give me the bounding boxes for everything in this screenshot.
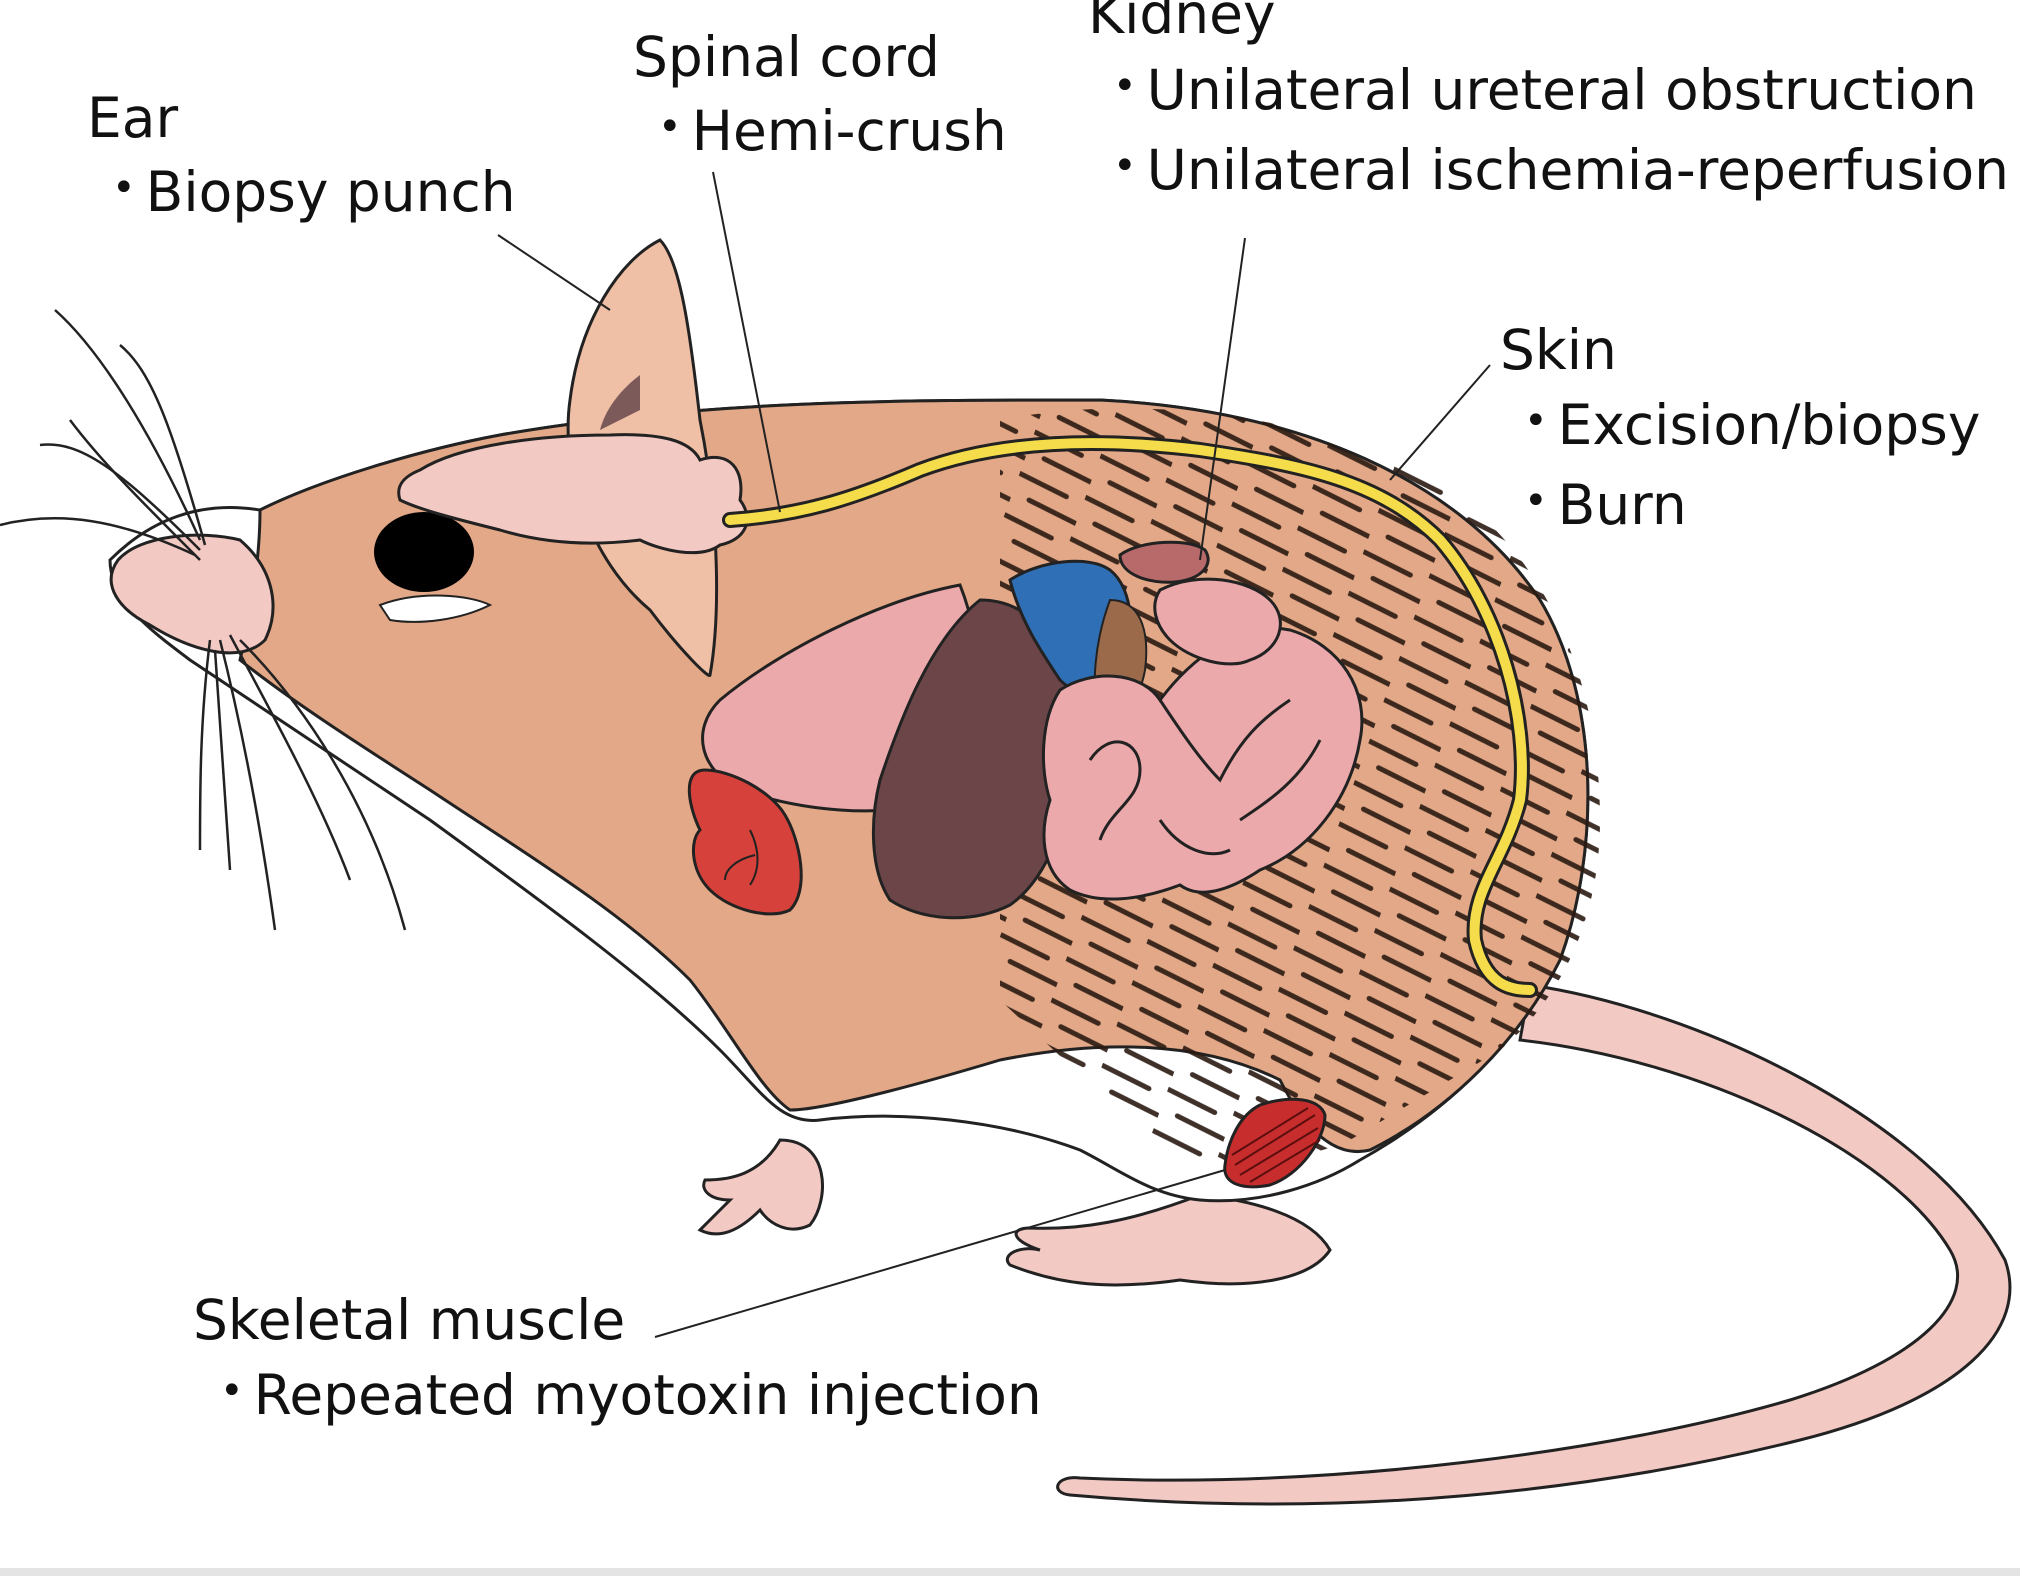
kidney-item-1: Unilateral ureteral obstruction [1113, 53, 2009, 133]
leader-line-spinal-cord [712, 171, 781, 513]
small-intestine [1153, 577, 1282, 666]
skeletal-muscle-label-title: Skeletal muscle [193, 1288, 626, 1352]
eye [374, 512, 474, 592]
skin-item-1: Excision/biopsy [1524, 388, 1981, 468]
spinal-cord-label-title: Spinal cord [633, 25, 940, 89]
ear-inner [600, 375, 640, 430]
skin-label-title: Skin [1500, 318, 1617, 382]
brain [397, 433, 749, 555]
skin-label-items: Excision/biopsy Burn [1524, 388, 1981, 548]
leader-lines [497, 171, 1491, 1338]
nose [109, 533, 275, 655]
hind-foot [1006, 1193, 1332, 1287]
leader-line-skeletal-muscle [654, 1169, 1226, 1338]
bottom-border [0, 1568, 2020, 1576]
ear-label-items: Biopsy punch [112, 155, 516, 235]
kidney-label-title: Kidney [1088, 0, 1276, 46]
skeletal-muscle-label-items: Repeated myotoxin injection [220, 1358, 1042, 1438]
ear-item: Biopsy punch [112, 155, 516, 235]
front-foot [697, 1138, 824, 1236]
kidney [1118, 540, 1210, 584]
kidney-label-items: Unilateral ureteral obstruction Unilater… [1113, 53, 2009, 213]
intestines [1042, 627, 1364, 901]
leader-line-kidney [1199, 237, 1246, 561]
spinal-cord-label-items: Hemi-crush [658, 94, 1007, 174]
leader-line-skin [1389, 364, 1491, 481]
eye-highlight [378, 594, 493, 623]
skeletal-muscle [1223, 1097, 1327, 1189]
heart [687, 768, 803, 916]
spinal-cord-item: Hemi-crush [658, 94, 1007, 174]
whiskers [0, 309, 407, 931]
skeletal-muscle-item: Repeated myotoxin injection [220, 1358, 1042, 1438]
skin-item-2: Burn [1524, 468, 1980, 548]
kidney-item-2: Unilateral ischemia-reperfusion [1113, 133, 2009, 213]
tail [1056, 983, 2012, 1506]
ear-label-title: Ear [87, 86, 179, 150]
leader-line-ear [497, 234, 611, 311]
